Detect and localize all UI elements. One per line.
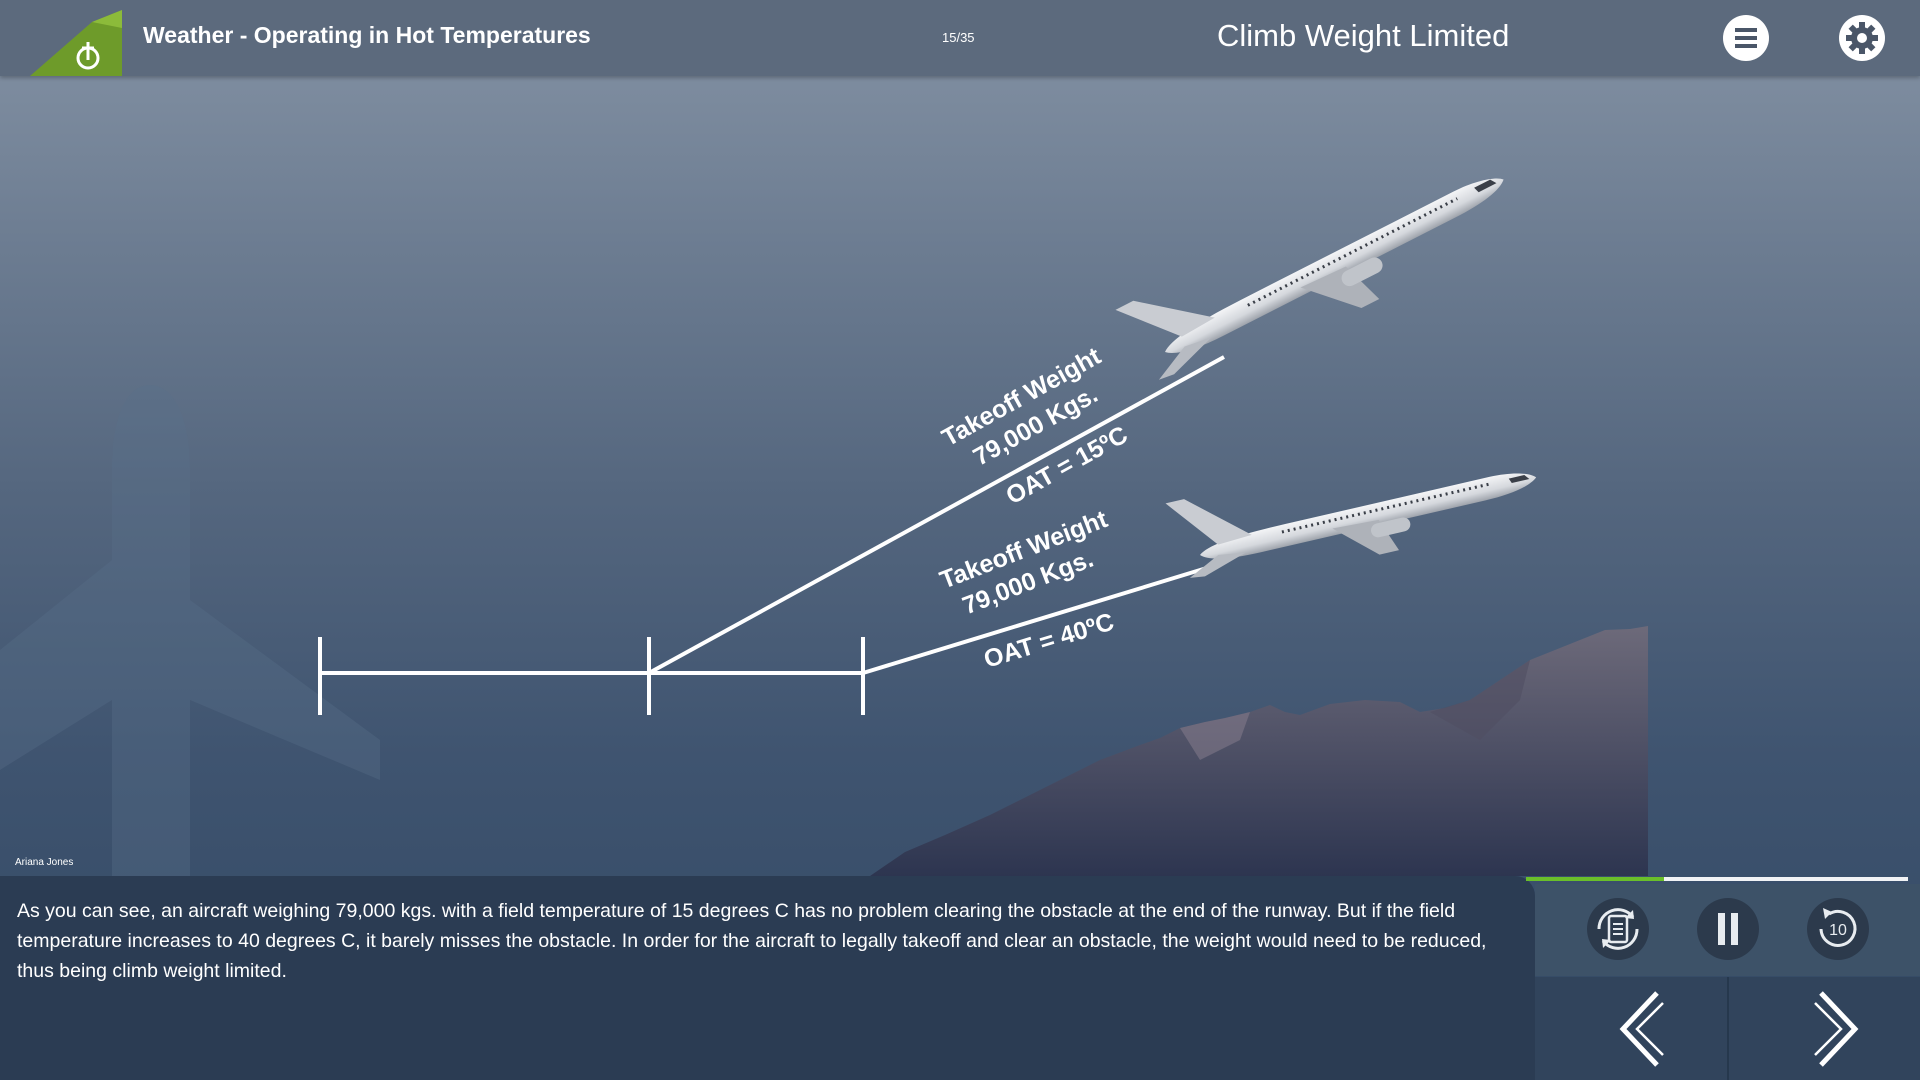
transcript-replay-icon[interactable] — [1585, 896, 1651, 962]
slide-title: Climb Weight Limited — [1217, 18, 1510, 53]
caption-panel: As you can see, an aircraft weighing 79,… — [0, 876, 1535, 1080]
rewind-seconds: 10 — [1829, 922, 1847, 939]
rewind-10-icon[interactable]: 10 — [1805, 896, 1871, 962]
course-title: Weather - Operating in Hot Temperatures — [143, 22, 591, 48]
runway-diagram — [318, 637, 865, 715]
caption-text: As you can see, an aircraft weighing 79,… — [17, 900, 1487, 982]
playback-controls: 10 — [1535, 884, 1920, 976]
page-counter: 15/35 — [942, 30, 975, 45]
mountain-obstacle — [870, 626, 1648, 876]
pause-icon[interactable] — [1695, 896, 1761, 962]
background-aircraft-watermark — [0, 385, 380, 880]
airline-tail-logo-icon — [30, 10, 122, 76]
aircraft-lower — [1165, 473, 1537, 578]
nav-divider — [1727, 977, 1729, 1080]
menu-icon[interactable] — [1722, 14, 1770, 62]
progress-fill — [1526, 877, 1664, 881]
narrator-name: Ariana Jones — [15, 857, 74, 868]
progress-bar[interactable] — [1526, 877, 1908, 881]
chevron-left-icon[interactable] — [1605, 989, 1685, 1069]
navigation-area — [1535, 977, 1920, 1080]
aircraft-upper — [1115, 178, 1504, 380]
gear-icon[interactable] — [1838, 14, 1886, 62]
chevron-right-icon[interactable] — [1793, 989, 1873, 1069]
top-bar: Weather - Operating in Hot Temperatures … — [0, 0, 1920, 76]
climb-path-40c — [862, 565, 1211, 675]
climb-path-15c — [648, 355, 1225, 675]
